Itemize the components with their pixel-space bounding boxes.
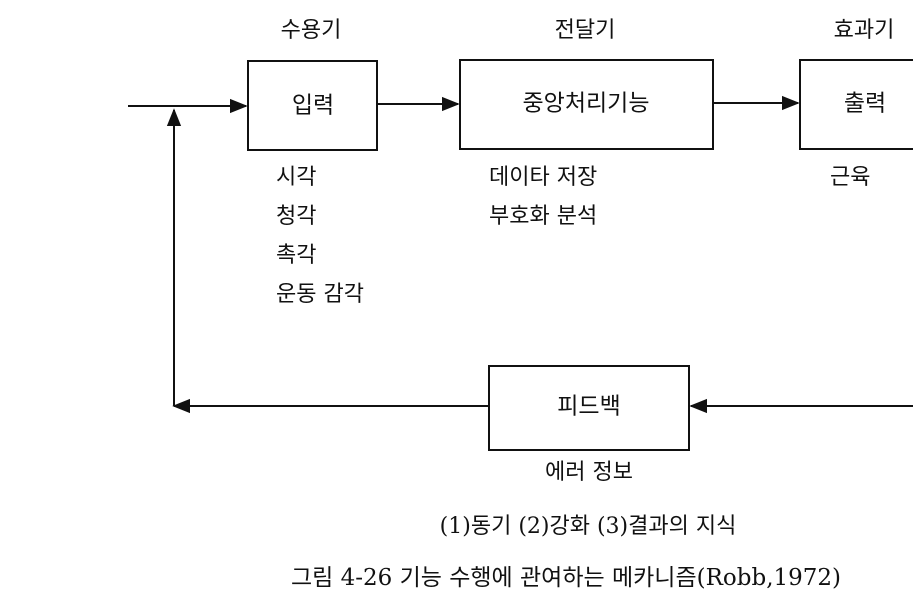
- feedback-types: (1)동기 (2)강화 (3)결과의 지식: [439, 514, 737, 539]
- central-processing-box: [459, 59, 714, 150]
- receptor-header: 수용기: [280, 18, 342, 43]
- transmitter-header: 전달기: [554, 18, 616, 43]
- list-item: 촉각: [276, 243, 317, 268]
- list-item: 근육: [830, 165, 871, 190]
- input-box: [247, 60, 378, 151]
- feedback-box: [488, 365, 690, 451]
- receptor-items: 시각 청각 촉각 운동 감각: [276, 158, 364, 314]
- figure-caption: 그림 4-26 기능 수행에 관여하는 메카니즘(Robb,1972): [290, 565, 842, 591]
- list-item: 시각: [276, 165, 317, 190]
- list-item: 부호화 분석: [489, 204, 598, 229]
- output-box-label: 출력: [843, 90, 887, 117]
- transmitter-items: 데이타 저장 부호화 분석: [489, 158, 597, 236]
- list-item: 운동 감각: [276, 282, 364, 307]
- input-box-label: 입력: [291, 92, 335, 119]
- list-item: 청각: [276, 204, 317, 229]
- feedback-box-label: 피드백: [557, 393, 621, 420]
- list-item: 데이타 저장: [489, 165, 598, 190]
- effector-items: 근육: [830, 158, 870, 197]
- feedback-error-label: 에러 정보: [545, 460, 633, 485]
- output-box: [799, 59, 913, 150]
- effector-header: 효과기: [833, 18, 895, 43]
- central-box-label: 중앙처리기능: [522, 90, 650, 117]
